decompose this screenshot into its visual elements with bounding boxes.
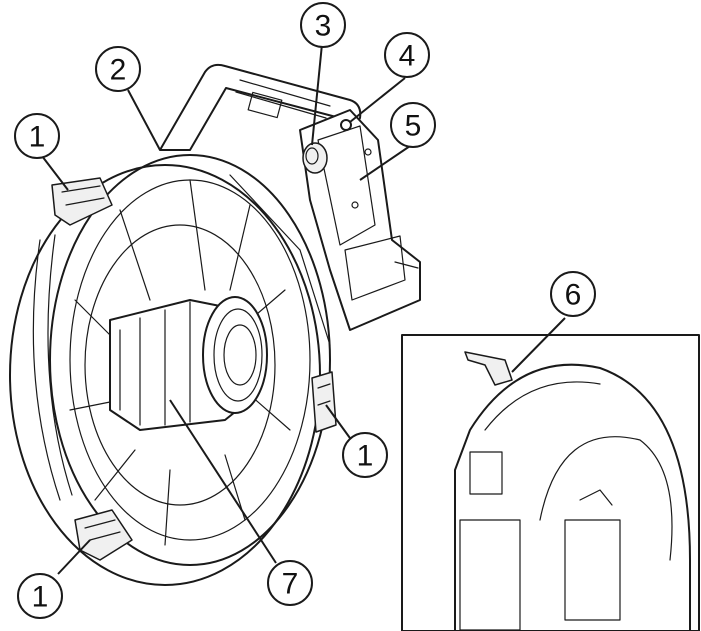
callout-number: 6 (565, 279, 582, 312)
callout-1-right: 1 (342, 432, 388, 478)
callout-number: 2 (110, 54, 127, 87)
detail-inset (401, 334, 700, 631)
callout-number: 7 (282, 568, 299, 601)
indicator-light (340, 119, 352, 131)
callout-number: 1 (357, 440, 374, 473)
callout-7: 7 (267, 560, 313, 606)
callout-number: 1 (29, 121, 46, 154)
callout-2: 2 (95, 46, 141, 92)
control-housing (299, 109, 421, 331)
callout-1-upper-left: 1 (14, 113, 60, 159)
hub-drum (109, 296, 268, 431)
callout-4: 4 (384, 32, 430, 78)
latch-lower-left (74, 509, 133, 561)
callout-6: 6 (550, 271, 596, 317)
leader-lines (41, 43, 566, 575)
callout-5: 5 (390, 102, 436, 148)
callout-3: 3 (300, 2, 346, 48)
callout-1-lower-left: 1 (17, 573, 63, 619)
callout-number: 4 (399, 40, 416, 73)
callout-number: 5 (405, 110, 422, 143)
callout-number: 3 (315, 10, 332, 43)
power-knob (302, 142, 328, 174)
latch-right (311, 371, 337, 433)
callout-number: 1 (32, 581, 49, 614)
